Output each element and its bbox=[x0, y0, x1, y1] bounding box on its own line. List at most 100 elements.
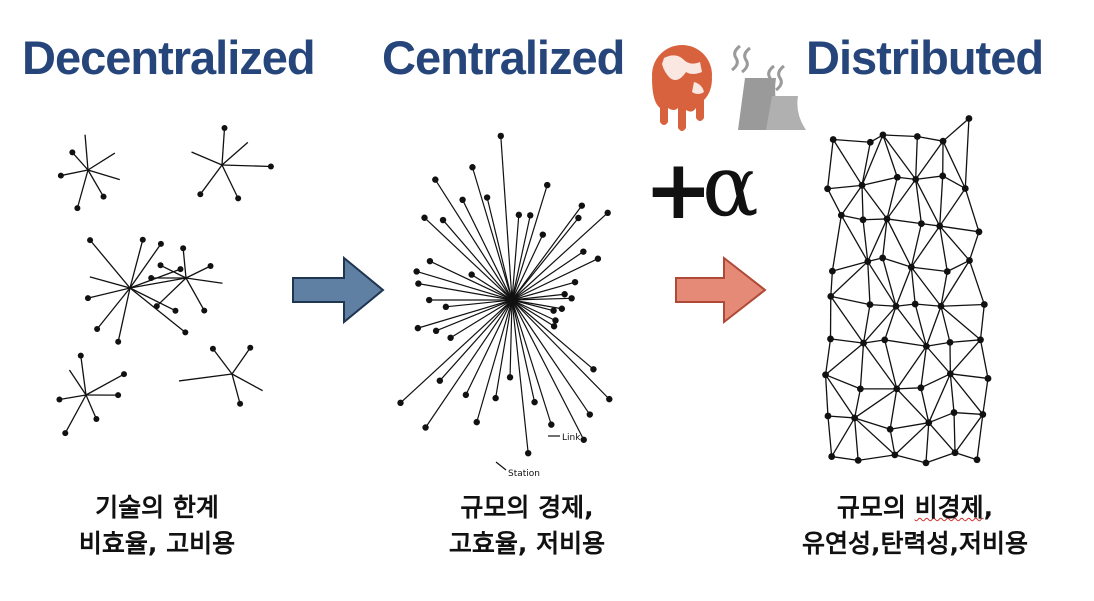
network-node bbox=[436, 377, 444, 384]
network-link bbox=[87, 169, 120, 181]
network-node bbox=[883, 215, 891, 223]
network-link bbox=[199, 164, 223, 195]
network-link bbox=[511, 297, 572, 301]
network-node bbox=[580, 436, 587, 443]
centralized-network bbox=[397, 132, 613, 457]
network-link bbox=[178, 373, 233, 382]
network-node bbox=[580, 248, 587, 255]
network-node bbox=[483, 194, 491, 201]
network-link bbox=[511, 299, 610, 400]
network-link bbox=[882, 218, 888, 258]
network-node bbox=[462, 391, 470, 399]
network-node bbox=[827, 292, 835, 300]
network-node bbox=[69, 149, 76, 156]
network-node bbox=[973, 456, 981, 464]
arrow-right-icon bbox=[675, 255, 767, 325]
network-link bbox=[68, 369, 87, 396]
network-node bbox=[975, 228, 983, 236]
network-link bbox=[886, 177, 898, 220]
caption-distributed-line1: 규모의 비경제, bbox=[790, 490, 1040, 526]
network-node bbox=[56, 396, 63, 403]
network-node bbox=[180, 245, 187, 252]
network-link bbox=[853, 417, 859, 461]
network-node bbox=[157, 240, 164, 247]
network-link bbox=[509, 299, 513, 378]
network-link bbox=[925, 345, 951, 375]
network-link bbox=[950, 373, 989, 380]
network-link bbox=[439, 299, 513, 382]
network-link bbox=[882, 134, 918, 138]
network-link bbox=[914, 303, 927, 347]
network-node bbox=[539, 231, 547, 238]
network-link bbox=[867, 261, 871, 305]
network-link bbox=[925, 452, 956, 464]
network-node bbox=[492, 394, 499, 402]
network-link bbox=[928, 411, 955, 424]
network-link bbox=[915, 179, 923, 224]
network-link bbox=[824, 374, 829, 417]
network-node bbox=[177, 266, 184, 273]
network-link bbox=[495, 299, 513, 399]
network-link bbox=[915, 175, 943, 181]
network-link bbox=[129, 287, 186, 333]
network-link bbox=[830, 338, 864, 344]
network-node bbox=[893, 173, 901, 181]
network-link bbox=[926, 341, 951, 347]
network-link bbox=[64, 394, 87, 434]
network-link bbox=[156, 277, 187, 307]
network-link bbox=[863, 339, 885, 344]
network-link bbox=[939, 175, 944, 227]
network-link bbox=[87, 287, 131, 299]
network-link bbox=[511, 299, 555, 327]
network-link bbox=[826, 139, 834, 189]
network-node bbox=[939, 172, 947, 180]
network-node bbox=[893, 385, 901, 393]
network-link bbox=[435, 299, 513, 332]
arrow-right-icon bbox=[292, 255, 385, 325]
network-node bbox=[207, 262, 214, 269]
network-node bbox=[917, 384, 925, 392]
network-link bbox=[882, 134, 917, 180]
network-link bbox=[129, 243, 162, 289]
network-link bbox=[954, 414, 984, 454]
network-node bbox=[851, 414, 859, 422]
melting-globe-icon bbox=[652, 45, 712, 131]
network-link bbox=[511, 281, 576, 301]
network-link bbox=[862, 342, 898, 390]
network-node bbox=[854, 456, 862, 464]
network-link bbox=[442, 219, 513, 301]
network-node bbox=[439, 216, 447, 224]
network-link bbox=[511, 299, 529, 454]
network-node bbox=[837, 211, 845, 219]
network-link bbox=[861, 142, 871, 186]
network-node bbox=[828, 453, 836, 460]
network-node bbox=[432, 176, 439, 183]
network-node bbox=[100, 193, 107, 200]
network-link bbox=[825, 374, 856, 419]
network-node bbox=[984, 375, 992, 382]
caption-distributed-line1-b: 비경제 bbox=[914, 493, 984, 522]
network-link bbox=[867, 261, 897, 307]
network-link bbox=[889, 429, 896, 455]
network-link bbox=[982, 378, 989, 415]
network-link bbox=[87, 152, 116, 171]
network-node bbox=[93, 416, 100, 423]
network-link bbox=[854, 417, 891, 430]
network-link bbox=[939, 225, 970, 261]
title-distributed: Distributed bbox=[806, 31, 1044, 84]
network-node bbox=[148, 275, 155, 282]
network-link bbox=[910, 266, 942, 307]
network-link bbox=[827, 415, 833, 457]
network-node bbox=[425, 296, 433, 304]
network-node bbox=[946, 338, 954, 346]
network-link bbox=[964, 188, 980, 233]
network-link bbox=[861, 185, 864, 220]
network-link bbox=[96, 287, 131, 330]
network-node bbox=[531, 398, 538, 406]
network-link bbox=[925, 422, 930, 463]
network-node bbox=[247, 344, 254, 351]
network-node bbox=[857, 385, 864, 393]
caption-distributed-line1-c: , bbox=[983, 493, 994, 522]
network-link bbox=[940, 260, 971, 307]
network-link bbox=[416, 270, 513, 301]
